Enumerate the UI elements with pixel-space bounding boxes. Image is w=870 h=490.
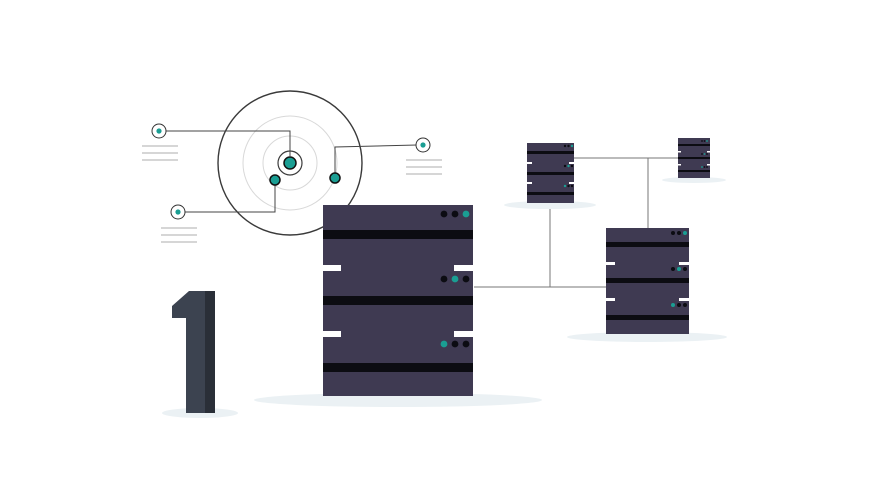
unit-notch — [525, 162, 532, 164]
radar-target-icon — [142, 90, 442, 243]
connector-line — [165, 130, 291, 157]
radar-ring-2 — [242, 115, 338, 211]
radar-point-dot — [269, 174, 281, 186]
server-shadow — [662, 177, 726, 183]
server-stripe — [678, 144, 710, 146]
server-stripe — [678, 170, 710, 172]
server-rack-icon — [525, 143, 576, 203]
connector-line — [334, 144, 418, 178]
unit-notch — [569, 162, 576, 164]
unit-notch — [603, 262, 615, 265]
server-stripe — [606, 278, 689, 283]
main-server-shadow — [254, 393, 542, 407]
unit-notch — [676, 164, 681, 166]
unit-notch — [676, 151, 681, 153]
placeholder-text-lines — [406, 159, 442, 175]
unit-notch — [679, 298, 691, 301]
unit-notch — [707, 164, 712, 166]
server-stripe — [527, 172, 574, 175]
unit-notch — [525, 182, 532, 184]
server-rack-icon — [319, 205, 476, 396]
unit-notch — [319, 265, 341, 271]
unit-notch — [707, 151, 712, 153]
unit-notch — [454, 265, 476, 271]
number-side-face — [205, 291, 215, 413]
network-node-icon — [170, 204, 186, 220]
server-stripe — [678, 157, 710, 159]
status-lights — [440, 210, 470, 348]
unit-notch — [569, 182, 576, 184]
status-lights — [563, 144, 574, 188]
placeholder-text-lines — [161, 227, 197, 243]
server-stripe — [527, 192, 574, 195]
server-stripe — [323, 363, 473, 372]
placeholder-text-lines — [142, 145, 178, 161]
server-stripe — [323, 230, 473, 239]
server-shadow — [567, 332, 727, 342]
unit-notch — [319, 331, 341, 337]
server-stripe — [527, 151, 574, 154]
radar-center-dot — [283, 156, 297, 170]
server-stripe — [606, 242, 689, 247]
step-number: 1 — [172, 291, 215, 413]
connector-line — [183, 180, 276, 213]
status-lights — [701, 140, 708, 168]
number-front-face — [172, 291, 205, 413]
radar-outer-ring — [217, 90, 363, 236]
network-node-icon — [151, 123, 167, 139]
unit-notch — [679, 262, 691, 265]
unit-notch — [454, 331, 476, 337]
server-rack-icon — [603, 228, 691, 334]
status-lights — [671, 231, 687, 307]
server-stripe — [606, 315, 689, 320]
server-stripe — [323, 296, 473, 305]
server-rack-icon — [676, 138, 712, 178]
unit-notch — [603, 298, 615, 301]
network-connections — [474, 157, 680, 288]
radar-point-dot — [329, 172, 341, 184]
network-node-icon — [415, 137, 431, 153]
